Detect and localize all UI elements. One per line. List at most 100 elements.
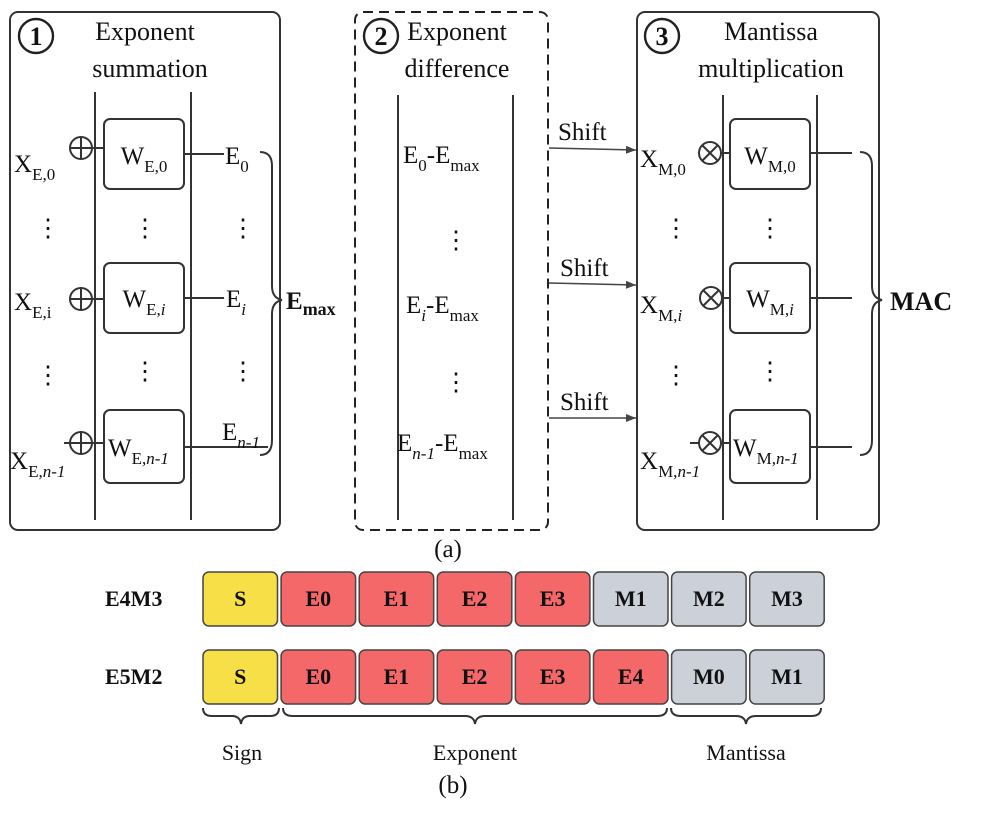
panel1-row-0: XE,0 WE,0 E0 (14, 118, 249, 190)
bit-cell-label: E3 (540, 664, 566, 689)
panel1-row-i: XE,i WE,i Ei (14, 262, 246, 334)
format-label: E5M2 (105, 664, 162, 689)
ellipsis-icon: ⋮ (444, 227, 469, 254)
format-label: E4M3 (105, 586, 162, 611)
weight-label-e-n-1: WE,n-1 (108, 435, 169, 468)
adder-icon (69, 431, 93, 455)
bit-cell-label: M1 (771, 664, 803, 689)
shift-arrows: Shift Shift Shift (548, 119, 637, 422)
panel1-title-line1: Exponent (95, 17, 195, 46)
bit-cell-exp (436, 649, 513, 705)
exp-sum-e-0: E0 (225, 143, 249, 176)
exp-sum-e-n-1: En-1 (222, 419, 260, 452)
panel-exponent-summation: 1 Exponent summation XE,0 WE,0 E0 XE,i (9, 11, 281, 531)
input-x-e-n-1: XE,n-1 (10, 448, 65, 481)
caption-b: (b) (438, 772, 467, 799)
ellipsis-icon: ⋮ (133, 358, 158, 385)
svg-text:1: 1 (30, 22, 43, 51)
ellipsis-icon: ⋮ (444, 369, 469, 396)
bit-cell-label: E1 (384, 586, 410, 611)
bit-cell-label: M0 (693, 664, 725, 689)
brace-left (259, 151, 283, 456)
bit-cell-label: E1 (384, 664, 410, 689)
bit-cell-man (670, 649, 747, 705)
bit-cell-label: E2 (462, 586, 488, 611)
bit-cell-exp (280, 649, 357, 705)
panel2-title-line2: difference (405, 54, 510, 83)
step-badge-1: 1 (17, 17, 55, 55)
ellipsis-icon: ⋮ (36, 362, 61, 389)
weight-label-m-n-1: WM,n-1 (733, 435, 799, 468)
bit-cell-man (592, 571, 669, 627)
panel-exponent-difference: 2 Exponent difference E0-Emax Ei-Emax En… (354, 11, 549, 531)
bit-cell-label: E0 (306, 664, 332, 689)
adder-icon (69, 287, 93, 311)
bit-cell-exp (514, 571, 591, 627)
bit-cell-label: M1 (615, 586, 647, 611)
shift-label-0: Shift (558, 119, 607, 146)
bit-cell-man (670, 571, 747, 627)
bit-cell-label: E4 (618, 664, 644, 689)
panel2-title-line1: Exponent (407, 17, 507, 46)
exp-diff-row-0: E0-Emax (403, 142, 480, 175)
ellipsis-icon: ⋮ (664, 362, 689, 389)
emax-output-label: Emax (286, 288, 336, 319)
input-x-m-i: XM,i (640, 292, 682, 325)
bit-cell-man (748, 649, 825, 705)
weight-label-m-i: WM,i (746, 286, 794, 319)
group-braces (202, 707, 822, 725)
bit-cell-exp (358, 649, 435, 705)
input-x-e-0: XE,0 (14, 151, 55, 184)
weight-label-m-0: WM,0 (744, 143, 795, 176)
bit-cell-label: S (234, 664, 246, 689)
input-x-e-i: XE,i (14, 289, 52, 322)
bit-cell-label: E2 (462, 664, 488, 689)
panel3-title-line2: multiplication (698, 54, 844, 83)
multiplier-icon (698, 431, 722, 455)
ellipsis-icon: ⋮ (758, 358, 783, 385)
ellipsis-icon: ⋮ (133, 215, 158, 242)
input-x-m-n-1: XM,n-1 (640, 448, 700, 481)
weight-label-e-0: WE,0 (121, 143, 168, 176)
ellipsis-icon: ⋮ (231, 215, 256, 242)
multiplier-icon (698, 141, 722, 165)
weight-label-e-i: WE,i (123, 286, 166, 319)
adder-icon (69, 136, 93, 160)
weight-box-m-i (729, 262, 811, 334)
multiplier-icon (699, 286, 723, 310)
brace-right (859, 151, 883, 456)
ellipsis-icon: ⋮ (758, 215, 783, 242)
bit-cell-label: M2 (693, 586, 725, 611)
group-label-sign: Sign (222, 740, 262, 765)
bit-cell-label: S (234, 586, 246, 611)
exp-diff-row-i: Ei-Emax (406, 292, 479, 325)
mac-output-label: MAC (890, 287, 952, 316)
ellipsis-icon: ⋮ (664, 215, 689, 242)
bit-cell-man (748, 571, 825, 627)
bit-cell-exp (280, 571, 357, 627)
bit-cell-exp (436, 571, 513, 627)
exp-sum-e-i: Ei (226, 286, 246, 319)
bit-cell-label: E0 (306, 586, 332, 611)
bit-cell-exp (358, 571, 435, 627)
bit-cell-label: E3 (540, 586, 566, 611)
caption-a: (a) (434, 536, 462, 563)
group-label-mantissa: Mantissa (706, 740, 786, 765)
svg-text:2: 2 (375, 22, 388, 51)
group-label-exponent: Exponent (433, 740, 517, 765)
panel3-title-line1: Mantissa (724, 17, 818, 46)
panel1-title-line2: summation (92, 54, 208, 83)
input-x-m-0: XM,0 (640, 146, 686, 179)
step-badge-3: 3 (643, 17, 681, 55)
bit-cell-sign (202, 571, 279, 627)
bit-cell-exp (514, 649, 591, 705)
exp-diff-row-n-1: En-1-Emax (397, 430, 488, 463)
bit-cell-exp (592, 649, 669, 705)
ellipsis-icon: ⋮ (36, 215, 61, 242)
step-badge-2: 2 (362, 17, 400, 55)
weight-box-m-0 (729, 118, 811, 190)
shift-label-n-1: Shift (560, 389, 609, 416)
panel1-row-n-1: XE,n-1 WE,n-1 En-1 (10, 409, 268, 484)
